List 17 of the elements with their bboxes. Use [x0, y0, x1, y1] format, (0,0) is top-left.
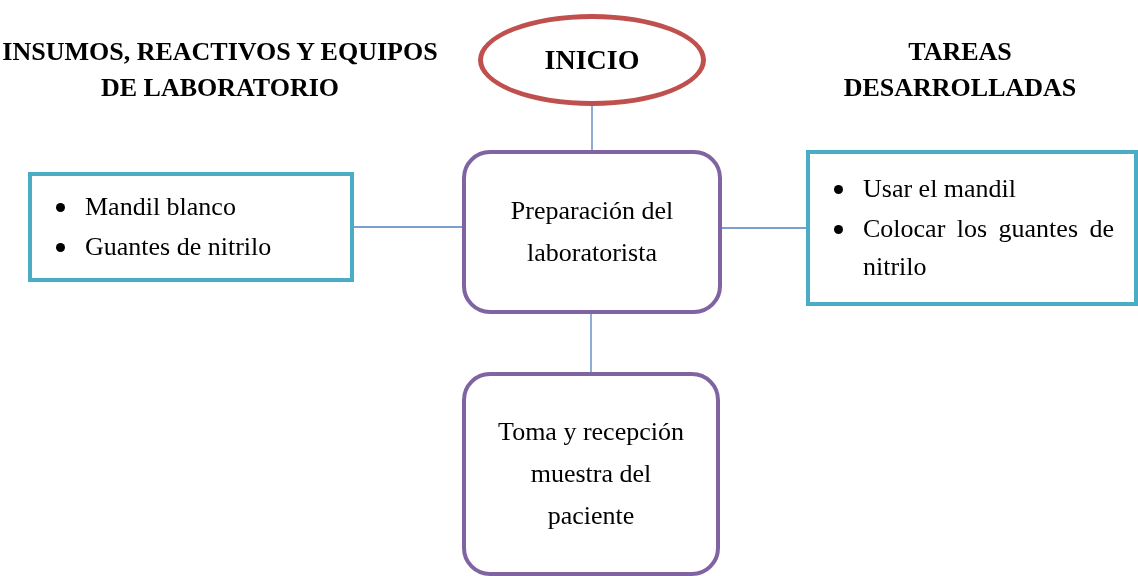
start-label: INICIO	[544, 43, 640, 77]
list-item: Usar el mandil	[863, 173, 1017, 205]
list-box	[806, 150, 1138, 306]
process-label: Preparación del laboratorista	[509, 195, 675, 269]
list-item: Guantes de nitrilo	[85, 231, 272, 263]
process-box	[462, 150, 722, 314]
list-box	[28, 172, 354, 282]
connector-line	[591, 105, 593, 151]
process-box	[462, 372, 720, 576]
connector-line	[353, 226, 463, 228]
column-heading: INSUMOS, REACTIVOS Y EQUIPOS DE LABORATORIO	[1, 36, 439, 104]
connector-line	[590, 313, 592, 373]
process-label: Toma y recepción muestra del paciente	[497, 416, 685, 532]
column-heading: TAREAS DESARROLLADAS	[842, 36, 1078, 104]
list-item: Colocar los guantes de nitrilo	[863, 213, 1114, 283]
list-item: Mandil blanco	[85, 191, 236, 223]
connector-line	[721, 227, 807, 229]
